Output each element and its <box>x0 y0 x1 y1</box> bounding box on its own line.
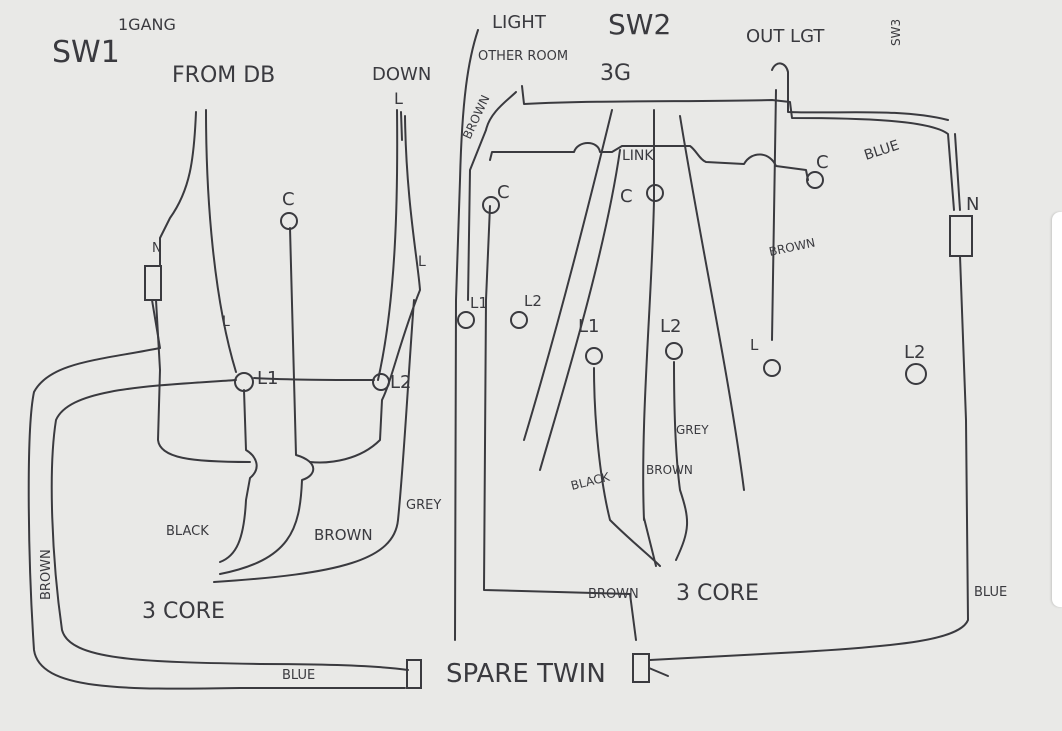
sw1-three-core: 3 CORE <box>142 599 225 624</box>
sw2-l2-a: L2 <box>524 292 542 310</box>
scroll-handle[interactable] <box>1052 212 1062 607</box>
sw1-gang: 1GANG <box>118 15 176 34</box>
sw2-blue-top: BLUE <box>862 138 901 164</box>
sw2-c-right: C <box>816 152 829 173</box>
sw1-from-db: FROM DB <box>172 63 275 88</box>
sw2-other-room: OTHER ROOM <box>478 49 568 64</box>
wire-top-bus <box>521 85 955 211</box>
spare-twin-block-left <box>406 659 422 689</box>
wire-right-neutral <box>649 255 969 661</box>
wire-from-db-b <box>205 109 237 373</box>
sw1-brown-side: BROWN <box>39 549 54 600</box>
wire-other-room-b <box>467 91 517 301</box>
wire-down-c <box>400 111 403 141</box>
sw1-l-right: L <box>418 254 426 270</box>
sw1-c: C <box>282 189 295 210</box>
sw2-wires <box>454 29 969 661</box>
sw2-title: SW2 <box>608 8 671 41</box>
wire-brown-loop-inner <box>50 379 409 671</box>
sw1-wires <box>27 109 421 690</box>
sw2-blue-right: BLUE <box>974 585 1007 600</box>
wire-brown-loop-outer <box>27 299 406 690</box>
sw2-terminal-c-mid <box>646 184 664 202</box>
bottom-blue: BLUE <box>282 668 315 683</box>
sw1-brown: BROWN <box>314 526 373 544</box>
wire-l2-to-3core <box>673 361 689 561</box>
sw1-black: BLACK <box>166 524 209 539</box>
wire-out-lgt-a <box>771 62 949 121</box>
sw2-black: BLACK <box>569 470 612 493</box>
wire-l1-down <box>219 389 258 563</box>
wire-c-left-to-twin <box>483 205 637 641</box>
sw2-terminal-l1-a <box>457 311 475 329</box>
sw1-labels: SW1 1GANG FROM DB DOWN L C N L L L1 L2 B… <box>39 15 441 624</box>
wire-other-room-a <box>454 29 479 641</box>
wire-out-lgt-b <box>771 89 777 341</box>
sw2-neutral-block <box>949 215 973 257</box>
wire-from-db-a <box>159 111 197 266</box>
sw2-out-lgt: OUT LGT <box>746 26 825 47</box>
sw2-l1-b: L1 <box>578 316 599 337</box>
sw1-down-l: L <box>394 89 403 108</box>
sw2-brown: BROWN <box>646 463 693 477</box>
sw2-terminal-l1-b <box>585 347 603 365</box>
bottom-labels: BLUE SPARE TWIN <box>282 659 606 689</box>
sw1-l2: L2 <box>390 372 411 393</box>
wire-neutral-down <box>155 299 251 463</box>
sw1-terminal-l1 <box>234 372 254 392</box>
sw1-l-left: L <box>222 314 230 330</box>
wire-c-down <box>219 227 315 575</box>
sw2-three-core: 3 CORE <box>676 581 759 606</box>
wire-diag-d <box>679 115 745 491</box>
spare-twin-tail <box>648 667 669 677</box>
sw2-corner: SW3 <box>889 19 903 46</box>
wire-right-blue <box>954 133 961 211</box>
wire-diag-a <box>523 109 613 441</box>
sw2-brown-bottom: BROWN <box>588 587 639 602</box>
sw2-link: LINK <box>622 148 654 164</box>
sw1-l1: L1 <box>257 368 278 389</box>
wire-down-a <box>377 109 399 381</box>
sw1-terminal-c <box>280 212 298 230</box>
spare-twin-block-right <box>632 653 650 683</box>
sw2-grey: GREY <box>676 423 709 437</box>
wire-l1-cross <box>253 377 375 381</box>
sw2-terminal-l2-b <box>665 342 683 360</box>
sw2-light: LIGHT <box>492 12 547 33</box>
sw2-terminal-l <box>763 359 781 377</box>
wire-down-b <box>309 115 421 464</box>
sw1-terminal-l2 <box>372 373 390 391</box>
sw2-terminal-c-left <box>482 196 500 214</box>
spare-twin-label: SPARE TWIN <box>446 659 606 689</box>
sw1-n: N <box>152 241 162 256</box>
sw2-l2-b: L2 <box>660 316 681 337</box>
sw2-c-mid: C <box>620 186 633 207</box>
sw1-title: SW1 <box>52 35 120 70</box>
wire-grey <box>213 299 415 583</box>
sw2-terminals <box>406 171 973 689</box>
wire-grey-to-3core <box>643 517 657 567</box>
sw1-terminals <box>144 212 390 392</box>
sw2-l-right: L <box>750 336 759 354</box>
wire-l1-to-3core <box>593 367 661 567</box>
wire-diag-c <box>642 109 655 521</box>
wire-link <box>489 142 809 181</box>
wire-diag-b <box>539 149 621 471</box>
sw1-grey: GREY <box>406 498 441 513</box>
sw1-down: DOWN <box>372 64 431 85</box>
sw2-terminal-l2-far <box>905 363 927 385</box>
sw2-brown-mid: BROWN <box>768 235 817 258</box>
sw1-neutral-block <box>144 265 162 301</box>
sw2-c-left: C <box>497 182 510 203</box>
sw2-subtitle: 3G <box>600 61 631 86</box>
sw2-labels: LIGHT OTHER ROOM BROWN SW2 3G OUT LGT SW… <box>460 8 1007 606</box>
sw2-l1-a: L1 <box>470 294 488 312</box>
sw2-terminal-c-right <box>806 171 824 189</box>
sw2-l2-far: L2 <box>904 342 925 363</box>
sw2-terminal-l2-a <box>510 311 528 329</box>
sw2-n: N <box>966 194 979 215</box>
